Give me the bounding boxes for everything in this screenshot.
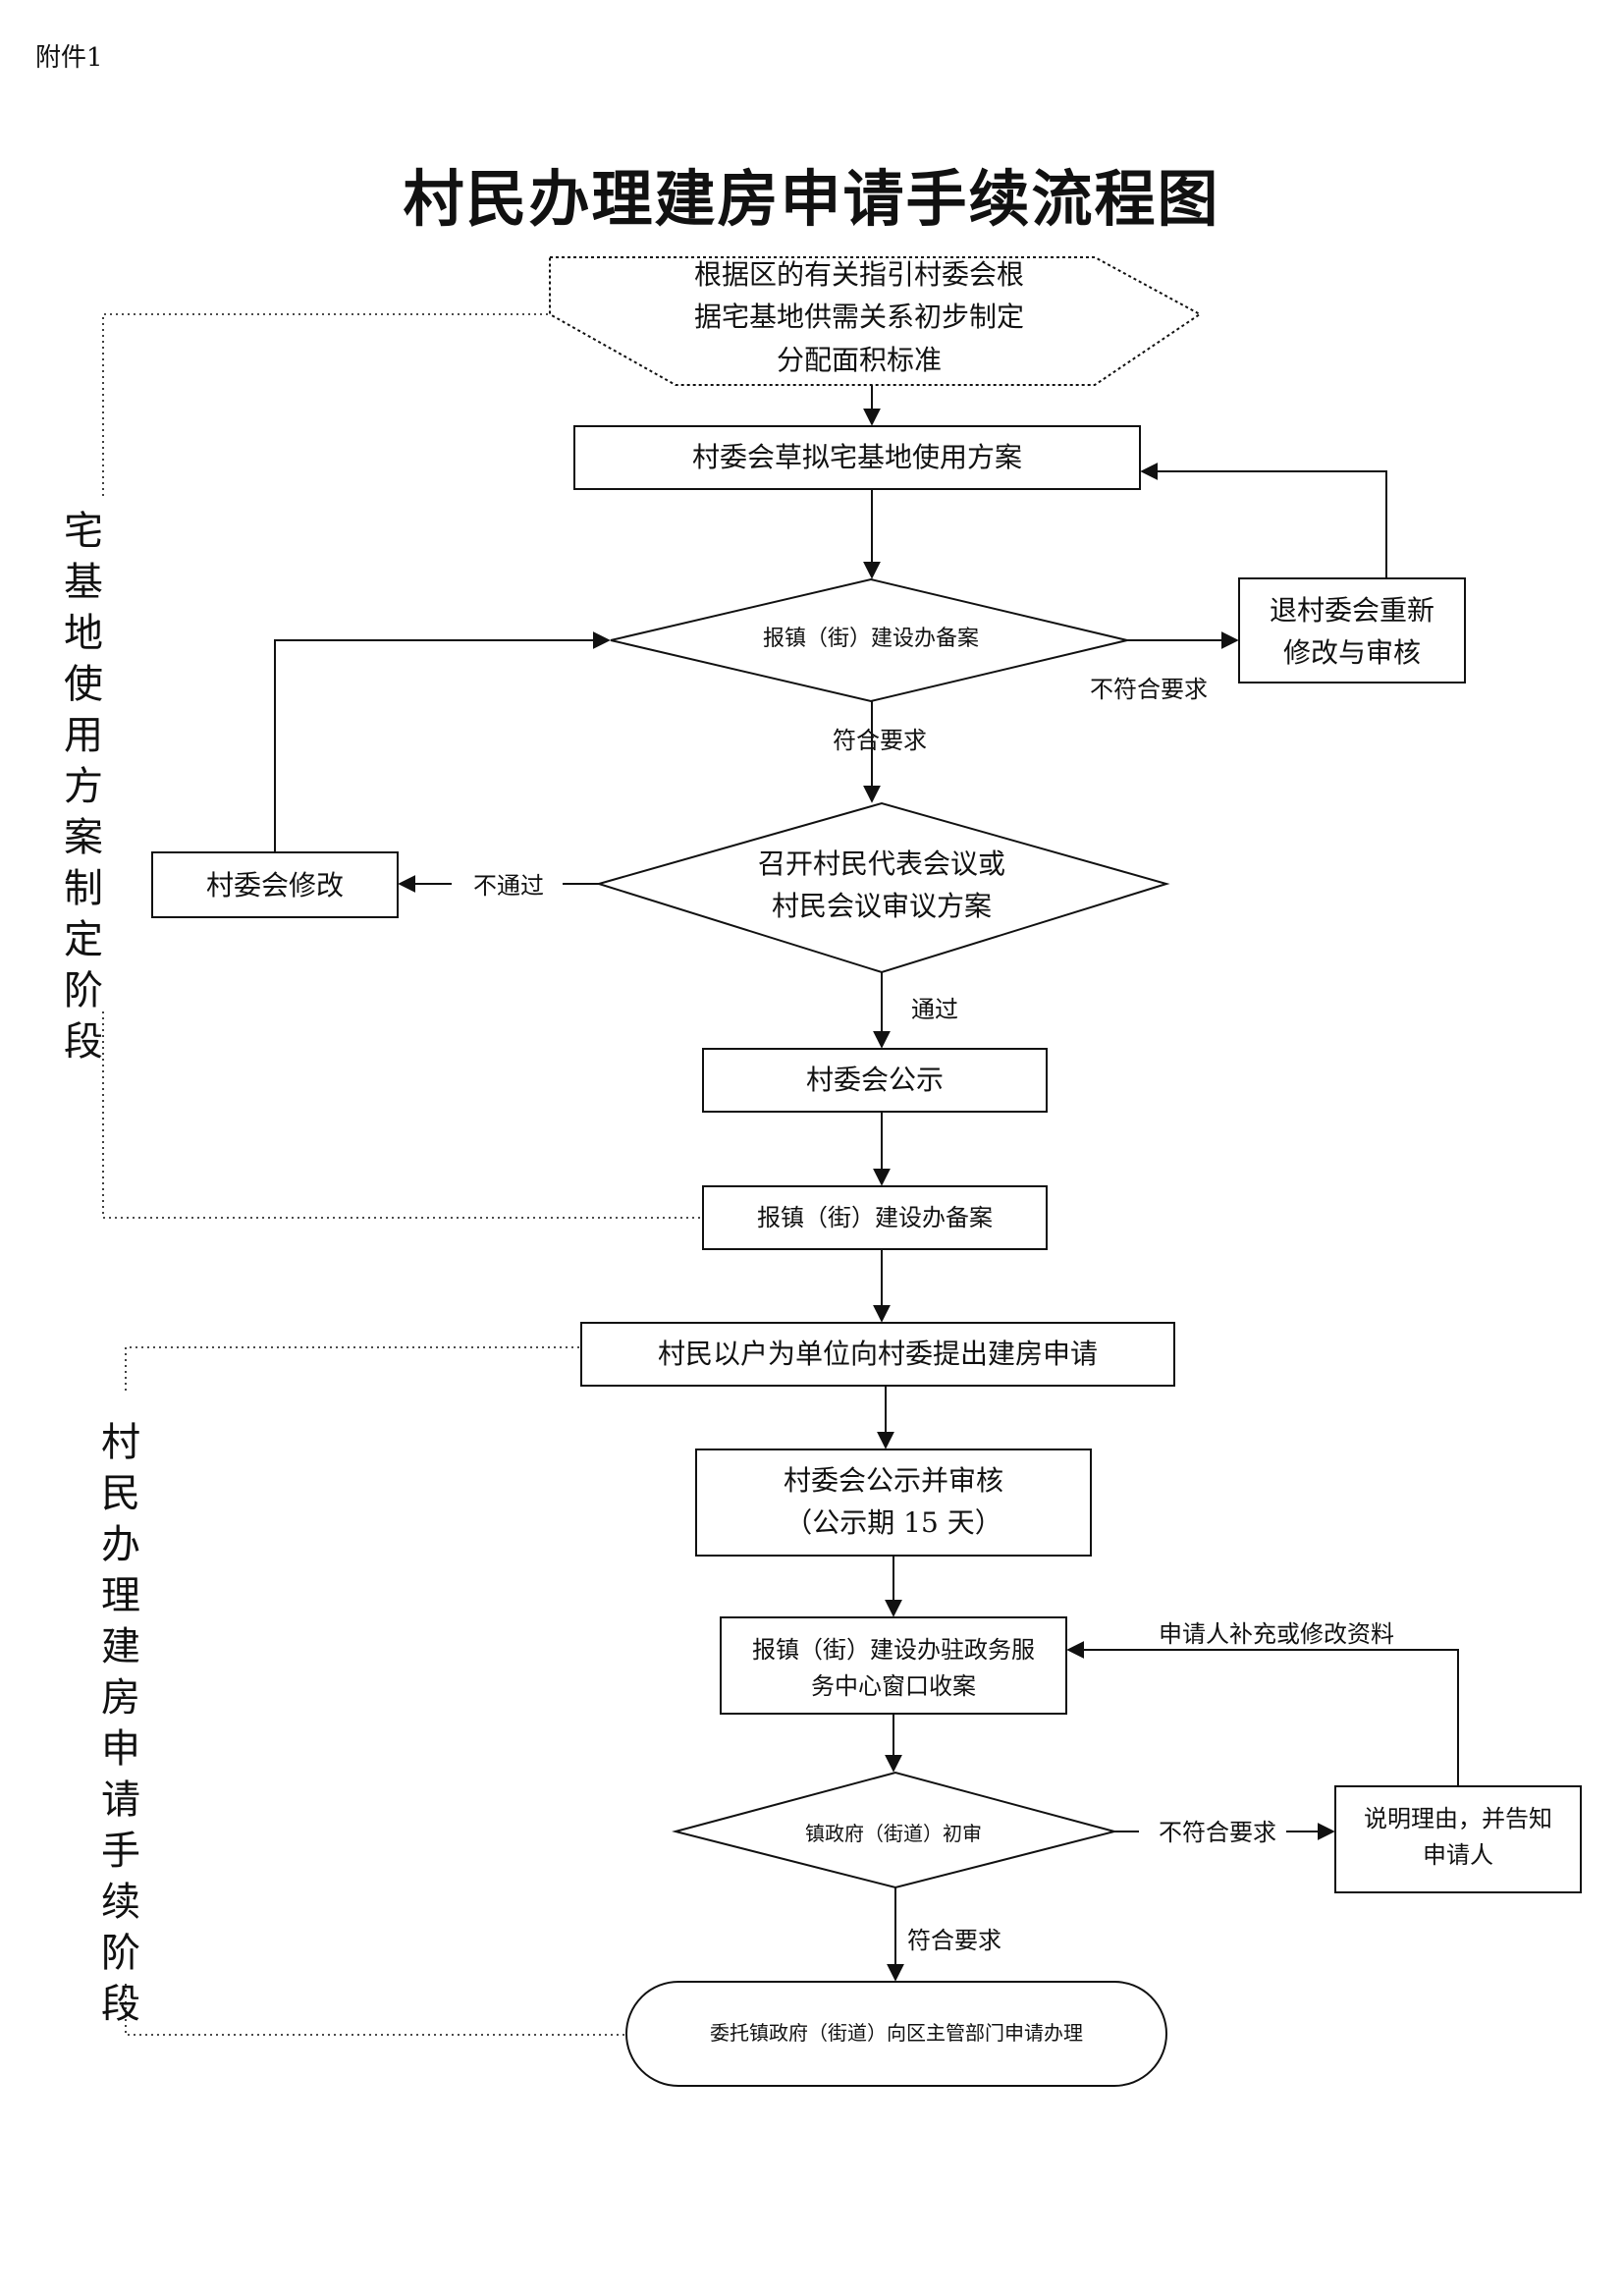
start-hexagon bbox=[549, 256, 1202, 386]
draft-text: 村委会草拟宅基地使用方案 bbox=[691, 441, 1022, 473]
apply-box bbox=[580, 1322, 1175, 1387]
start-text: 根据区的有关指引村委会根 据宅基地供需关系初步制定 分配面积标准 bbox=[693, 258, 1024, 376]
publicize-text: 村委会公示 bbox=[805, 1064, 944, 1096]
file2-text: 报镇（街）建设办备案 bbox=[757, 1204, 993, 1231]
revise-text: 村委会修改 bbox=[205, 869, 344, 902]
annex-label: 附件1 bbox=[35, 43, 103, 73]
meeting-diamond bbox=[595, 801, 1170, 974]
prelim-text: 镇政府（街道）初审 bbox=[805, 1822, 982, 1845]
end-terminal bbox=[625, 1981, 1167, 2087]
edge-not-meet-2: 不符合要求 bbox=[1159, 1819, 1276, 1846]
draft-box bbox=[573, 425, 1141, 490]
apply-text: 村民以户为单位向村委提出建房申请 bbox=[657, 1338, 1098, 1370]
page-title: 村民办理建房申请手续流程图 bbox=[403, 163, 1220, 235]
edge-meet-2: 符合要求 bbox=[907, 1927, 1001, 1954]
edge-not-meet-1: 不符合要求 bbox=[1090, 676, 1208, 703]
phase-2-label: 村 民 办 理 建 房 申 请 手 续 阶 段 bbox=[101, 1420, 140, 2027]
edge-not-pass: 不通过 bbox=[473, 872, 544, 900]
edge-pass: 通过 bbox=[911, 996, 958, 1023]
return-box bbox=[1238, 577, 1466, 683]
file1-text: 报镇（街）建设办备案 bbox=[762, 627, 979, 651]
publicize-box bbox=[702, 1048, 1048, 1113]
return-text: 退村委会重新 修改与审核 bbox=[1269, 594, 1434, 670]
file2-box bbox=[702, 1185, 1048, 1250]
end-text: 委托镇政府（街道）向区主管部门申请办理 bbox=[710, 2021, 1083, 2045]
edge-supplement: 申请人补充或修改资料 bbox=[1159, 1620, 1394, 1648]
edge-meet-1: 符合要求 bbox=[833, 727, 927, 754]
phase-1-label: 宅 基 地 使 用 方 案 制 定 阶 段 bbox=[64, 509, 103, 1065]
window-text: 报镇（街）建设办驻政务服 务中心窗口收案 bbox=[752, 1636, 1035, 1701]
meeting-text: 召开村民代表会议或 村民会议审议方案 bbox=[757, 847, 1005, 923]
explain-text: 说明理由，并告知 申请人 bbox=[1364, 1805, 1552, 1870]
review-text: 村委会公示并审核 （公示期 15 天） bbox=[783, 1464, 1003, 1540]
